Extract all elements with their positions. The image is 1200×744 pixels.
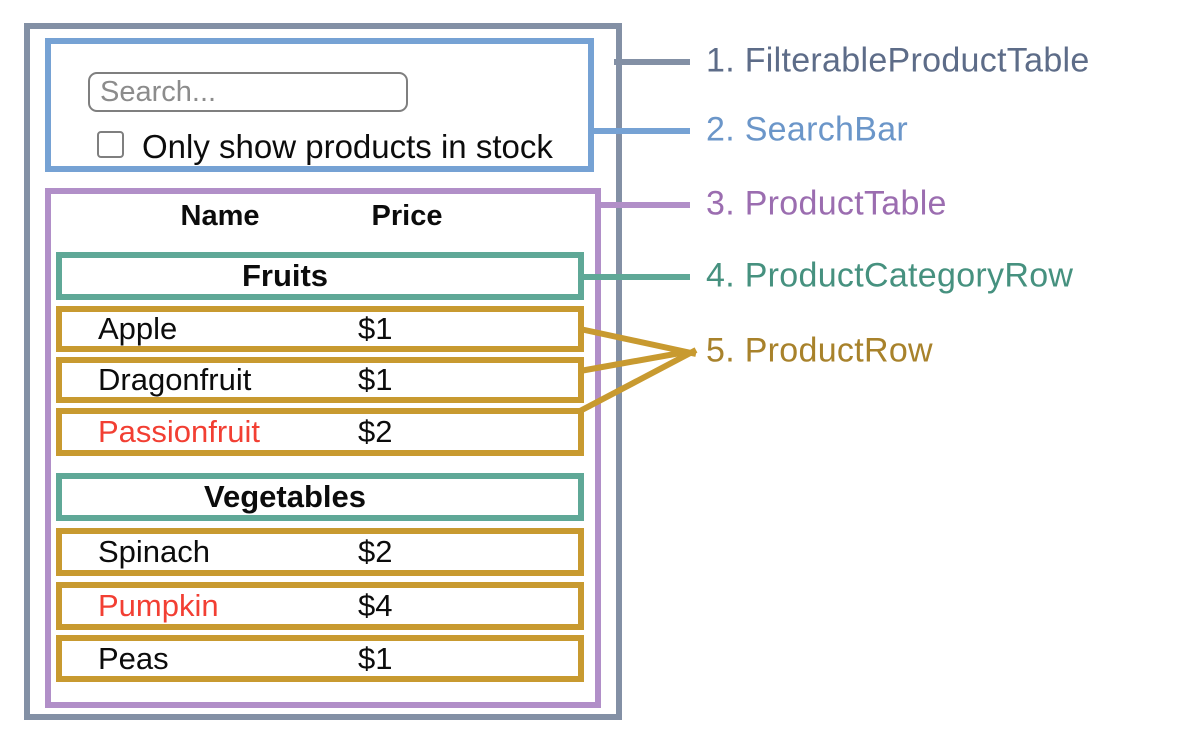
product-price: $1: [358, 640, 393, 676]
in-stock-checkbox-label: Only show products in stock: [142, 128, 553, 165]
product-category-row-vegetables: Vegetables: [56, 473, 584, 521]
product-name: Peas: [98, 640, 169, 676]
product-price: $2: [358, 414, 393, 449]
product-row-peas: Peas $1: [56, 635, 584, 682]
product-name: Pumpkin: [98, 588, 219, 623]
product-price: $1: [358, 311, 393, 346]
product-row-spinach: Spinach $2: [56, 528, 584, 576]
product-row-dragonfruit: Dragonfruit $1: [56, 357, 584, 403]
product-row-pumpkin: Pumpkin $4: [56, 582, 584, 630]
product-price: $4: [358, 588, 393, 623]
legend-label-product-category-row: 4. ProductCategoryRow: [706, 256, 1074, 295]
category-label: Vegetables: [204, 479, 366, 514]
product-name: Apple: [98, 311, 178, 346]
column-header-price: Price: [371, 199, 443, 232]
legend-label-filterable-product-table: 1. FilterableProductTable: [706, 41, 1090, 80]
legend-label-product-table: 3. ProductTable: [706, 184, 947, 223]
product-name: Spinach: [98, 534, 211, 569]
product-name: Dragonfruit: [98, 362, 252, 397]
search-input[interactable]: [88, 72, 408, 112]
product-category-row-fruits: Fruits: [56, 252, 584, 300]
product-row-apple: Apple $1: [56, 306, 584, 352]
product-row-passionfruit: Passionfruit $2: [56, 408, 584, 456]
product-name: Passionfruit: [98, 414, 260, 449]
in-stock-checkbox[interactable]: [97, 131, 124, 158]
legend-label-search-bar: 2. SearchBar: [706, 110, 909, 149]
category-label: Fruits: [241, 258, 329, 293]
column-header-name: Name: [180, 199, 260, 232]
product-price: $2: [358, 534, 393, 569]
legend-label-product-row: 5. ProductRow: [706, 331, 933, 370]
product-price: $1: [358, 362, 393, 397]
